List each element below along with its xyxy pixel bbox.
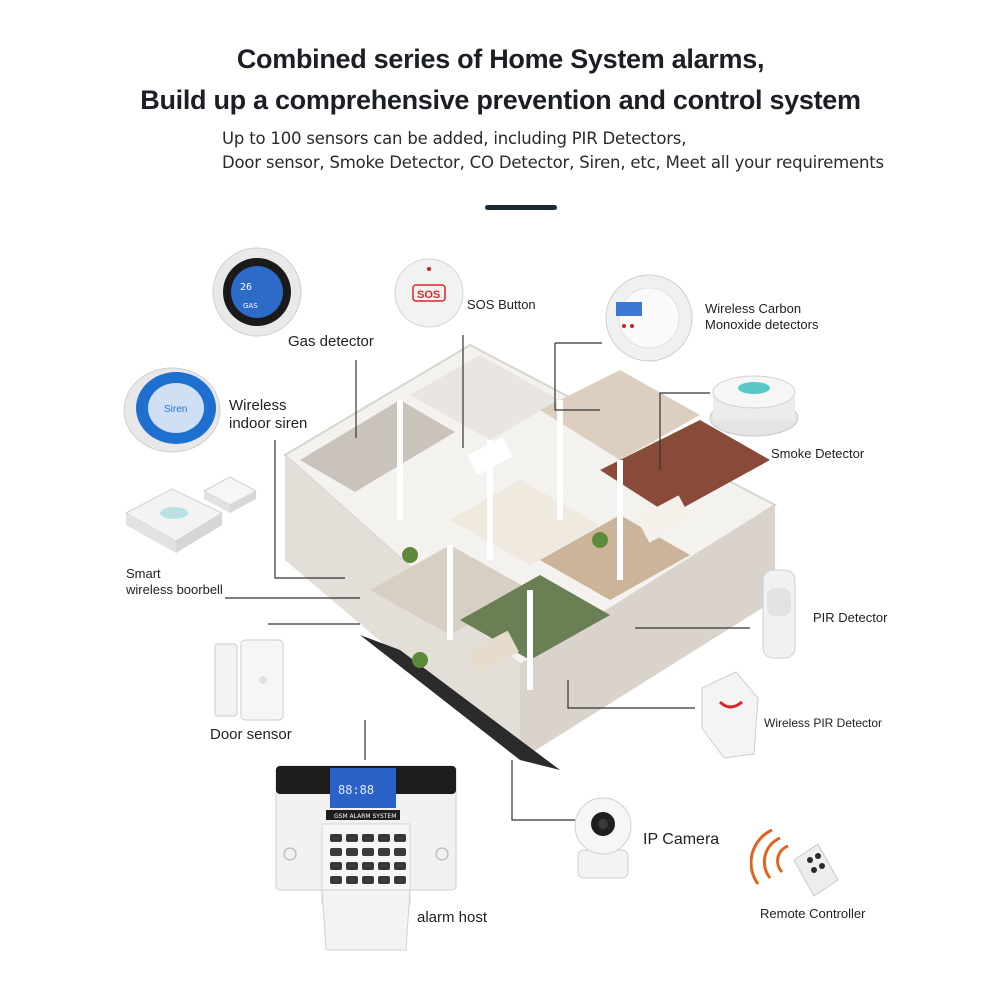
headline-line-1: Combined series of Home System alarms, — [236, 44, 765, 74]
label-remote-controller: Remote Controller — [760, 906, 866, 921]
wireless-pir-device — [696, 668, 760, 760]
ip-camera-device — [572, 796, 634, 880]
label-alarm-host: alarm host — [417, 909, 488, 926]
sos-button-device: SOS — [393, 257, 465, 329]
label-gas-detector: Gas detector — [288, 333, 374, 350]
label-ip-camera: IP Camera — [643, 831, 720, 848]
sos-face-text: SOS — [417, 289, 440, 301]
gas-tag: GAS — [243, 302, 258, 310]
label-pir-detector: PIR Detector — [813, 610, 888, 625]
co-detector-device — [604, 272, 694, 364]
siren-face-text: Siren — [164, 404, 187, 415]
label-doorbell-1: Smart — [126, 566, 161, 581]
subtitle-line-2: Door sensor, Smoke Detector, CO Detector… — [222, 153, 884, 172]
door-sensor-device — [213, 638, 285, 722]
indoor-siren-device: Siren — [120, 360, 222, 454]
label-sos-button: SOS Button — [467, 297, 536, 312]
label-door-sensor: Door sensor — [210, 726, 292, 743]
label-co-detector-1: Wireless Carbon — [705, 301, 802, 316]
pir-detector-device — [761, 568, 797, 660]
host-panel-text: GSM ALARM SYSTEM — [334, 813, 396, 820]
label-siren-1: Wireless — [229, 397, 287, 414]
smoke-detector-device — [707, 370, 801, 440]
label-doorbell-2: wireless boorbell — [126, 582, 223, 597]
gas-reading: 26 — [240, 282, 252, 293]
remote-controller-device — [749, 820, 842, 900]
alarm-host-device: 88:88 GSM ALARM SYSTEM — [274, 764, 458, 954]
label-co-detector-2: Monoxide detectors — [705, 317, 819, 332]
headline-line-2: Build up a comprehensive prevention and … — [140, 85, 861, 115]
host-display-text: 88:88 — [338, 783, 374, 797]
label-wireless-pir: Wireless PIR Detector — [764, 716, 883, 730]
label-smoke-detector: Smoke Detector — [771, 446, 865, 461]
subtitle-line-1: Up to 100 sensors can be added, includin… — [222, 129, 687, 148]
divider-bar — [485, 205, 557, 210]
label-siren-2: indoor siren — [229, 415, 308, 432]
gas-detector-device: 26 GAS — [207, 246, 307, 341]
doorbell-device — [122, 473, 260, 555]
